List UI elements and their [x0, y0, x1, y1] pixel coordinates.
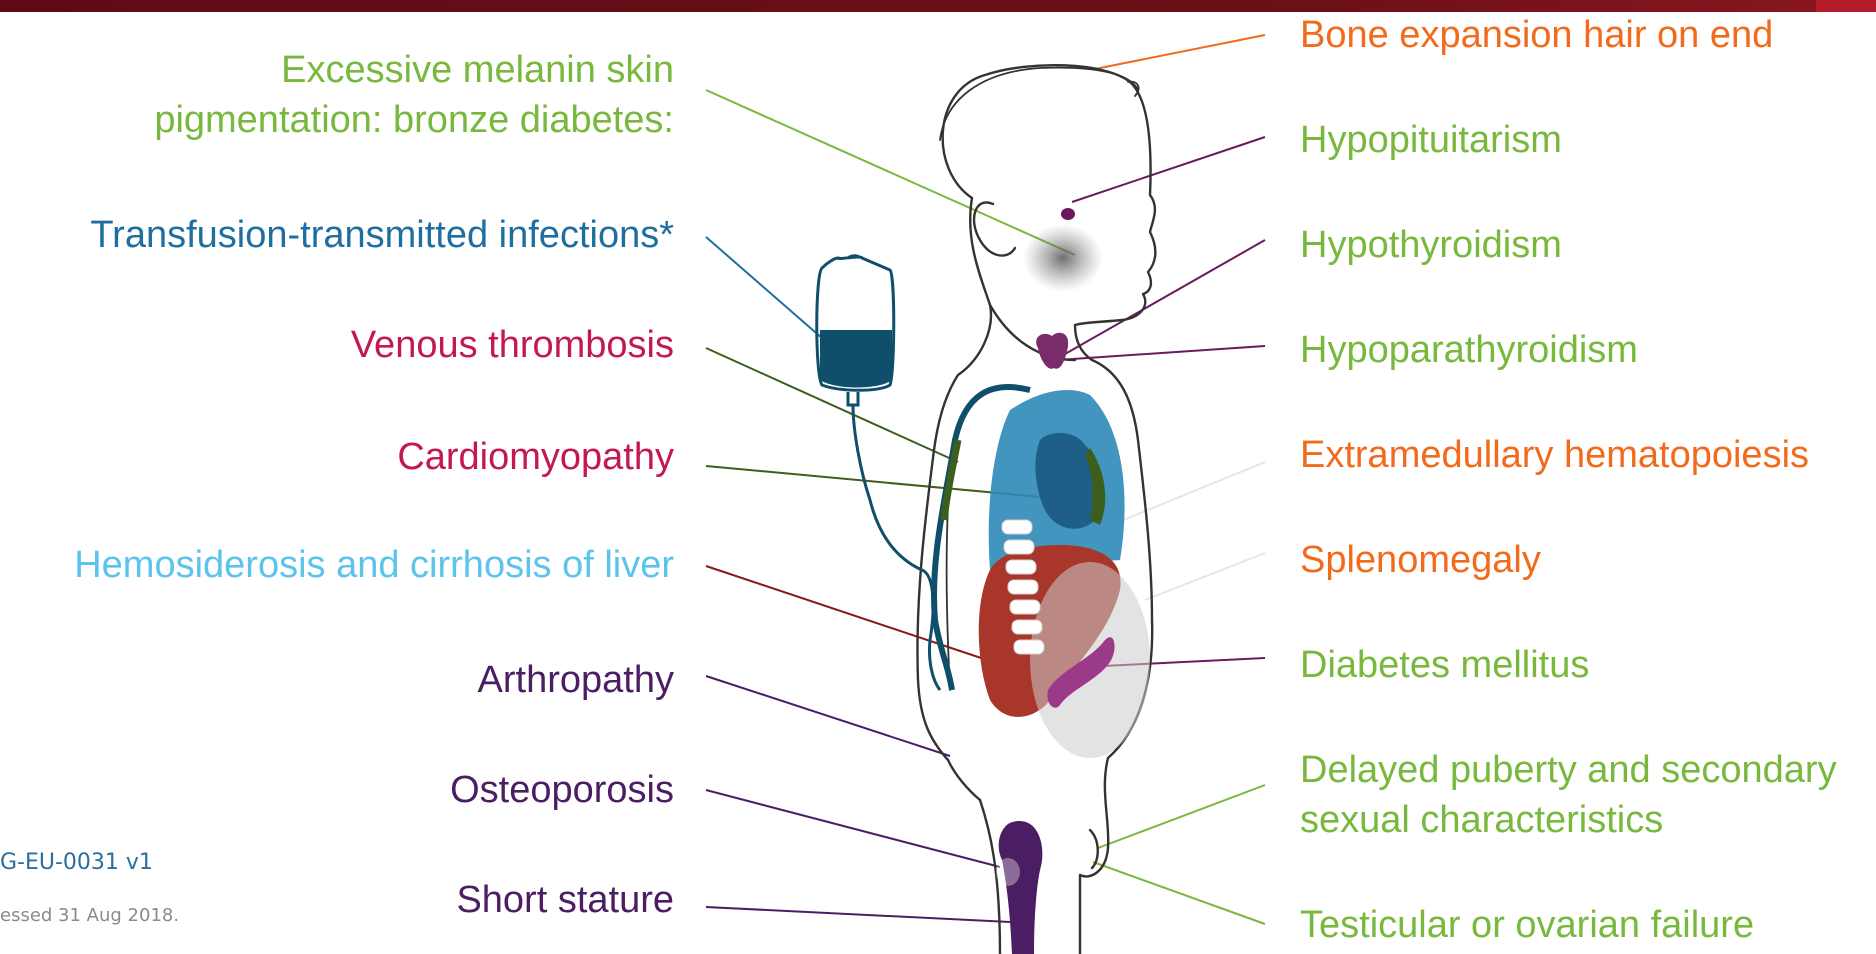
leader-liver — [706, 566, 1005, 666]
leader-stature — [706, 907, 1010, 922]
leader-splenomegaly — [1145, 553, 1265, 600]
label-stature: Short stature — [456, 875, 674, 925]
label-bone: Bone expansion hair on end — [1300, 10, 1773, 60]
thyroid-gland — [1036, 333, 1068, 369]
label-melanin-line: pigmentation: bronze diabetes: — [154, 95, 674, 145]
label-hypothyroidism-line: Hypothyroidism — [1300, 220, 1562, 270]
label-hypopituitarism-line: Hypopituitarism — [1300, 115, 1562, 165]
label-cardiomyopathy-line: Cardiomyopathy — [397, 432, 674, 482]
label-splenomegaly: Splenomegaly — [1300, 535, 1541, 585]
femur — [999, 821, 1043, 954]
label-osteoporosis-line: Osteoporosis — [450, 765, 674, 815]
label-gonadal-line: Testicular or ovarian failure — [1300, 900, 1754, 950]
label-arthropathy-line: Arthropathy — [478, 655, 674, 705]
label-arthropathy: Arthropathy — [478, 655, 674, 705]
label-hypothyroidism: Hypothyroidism — [1300, 220, 1562, 270]
label-hematopoiesis: Extramedullary hematopoiesis — [1300, 430, 1809, 480]
label-puberty-line: sexual characteristics — [1300, 795, 1837, 845]
label-hypoparathyroidism: Hypoparathyroidism — [1300, 325, 1638, 375]
footer-code: G-EU-0031 v1 — [0, 850, 153, 875]
leader-arthropathy — [706, 676, 950, 756]
leader-hypopituitarism — [1072, 137, 1265, 202]
pituitary-gland — [1061, 208, 1075, 220]
label-cardiomyopathy: Cardiomyopathy — [397, 432, 674, 482]
leader-puberty — [1098, 785, 1265, 848]
label-bone-line: Bone expansion hair on end — [1300, 10, 1773, 60]
leader-osteoporosis — [706, 790, 1000, 867]
label-infections-line: Transfusion-transmitted infections* — [90, 210, 674, 260]
label-diabetes-line: Diabetes mellitus — [1300, 640, 1589, 690]
leader-bone — [1095, 35, 1265, 69]
pigmentation-shade — [1023, 224, 1103, 292]
label-gonadal: Testicular or ovarian failure — [1300, 900, 1754, 950]
label-infections: Transfusion-transmitted infections* — [90, 210, 674, 260]
label-liver-line: Hemosiderosis and cirrhosis of liver — [74, 540, 674, 590]
leader-gonadal — [1093, 862, 1265, 924]
blood-fill — [820, 330, 892, 388]
label-liver: Hemosiderosis and cirrhosis of liver — [74, 540, 674, 590]
footer-accessed: essed 31 Aug 2018. — [0, 905, 179, 926]
label-diabetes: Diabetes mellitus — [1300, 640, 1589, 690]
label-hypopituitarism: Hypopituitarism — [1300, 115, 1562, 165]
label-hypoparathyroidism-line: Hypoparathyroidism — [1300, 325, 1638, 375]
leader-melanin — [706, 90, 1075, 255]
label-thrombosis: Venous thrombosis — [351, 320, 674, 370]
label-hematopoiesis-line: Extramedullary hematopoiesis — [1300, 430, 1809, 480]
transfusion-bag — [817, 256, 940, 690]
label-puberty-line: Delayed puberty and secondary — [1300, 745, 1837, 795]
label-osteoporosis: Osteoporosis — [450, 765, 674, 815]
label-melanin-line: Excessive melanin skin — [154, 45, 674, 95]
label-stature-line: Short stature — [456, 875, 674, 925]
bone-marrow — [996, 858, 1020, 886]
label-thrombosis-line: Venous thrombosis — [351, 320, 674, 370]
label-splenomegaly-line: Splenomegaly — [1300, 535, 1541, 585]
